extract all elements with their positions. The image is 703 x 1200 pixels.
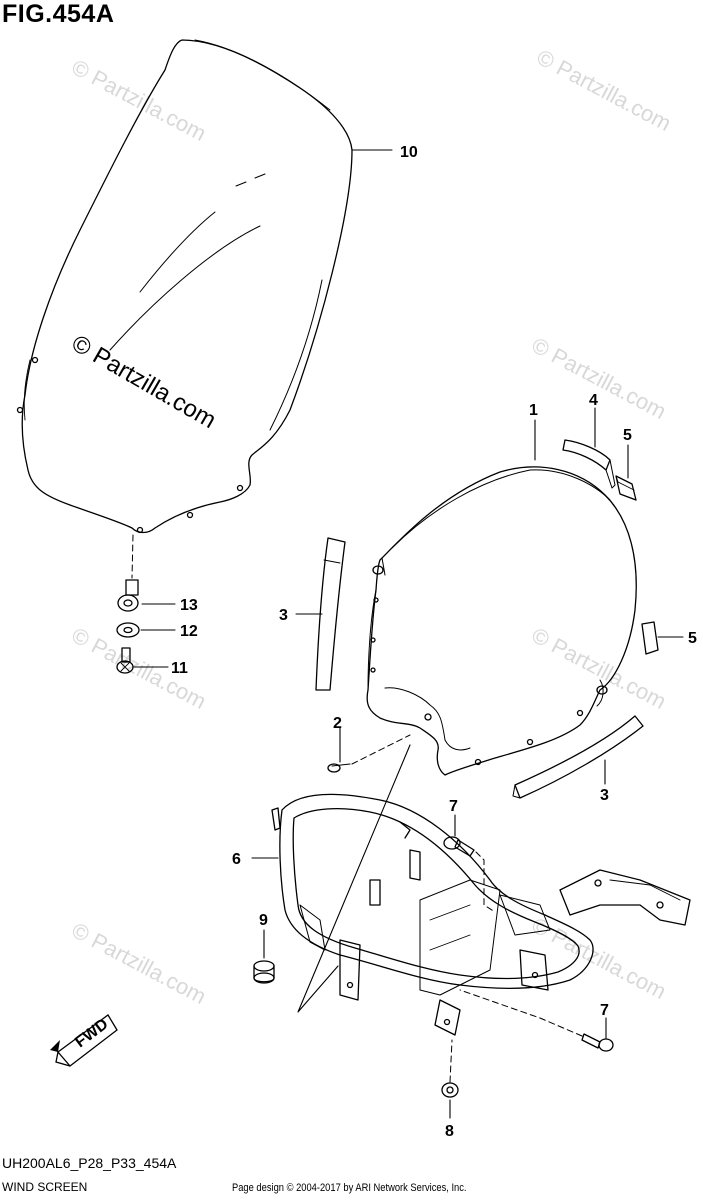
figure-title: FIG.454A	[2, 0, 115, 28]
callout-labels: 10 1 4 5 5 3 3 2 7 7 6 9 8 13 12 11	[171, 144, 697, 1140]
watermark-text: © Partzilla.com	[528, 332, 671, 424]
watermark-text: © Partzilla.com	[68, 54, 211, 146]
callout-13: 13	[180, 597, 198, 614]
pad-part-5b	[641, 621, 659, 655]
callout-5-right: 5	[688, 630, 697, 647]
bolt-part-7	[443, 836, 475, 857]
washer-part-12	[116, 622, 140, 638]
watermark-text-main: © Partzilla.com	[67, 330, 221, 434]
callout-1: 1	[529, 402, 538, 419]
screw-part-2	[327, 763, 351, 773]
callout-11: 11	[171, 660, 188, 677]
frame-part-6	[271, 793, 691, 1036]
well-nut-part-13	[117, 579, 139, 612]
fwd-arrow-icon: FWD	[50, 1014, 118, 1067]
pad-part-5	[615, 475, 637, 501]
watermark-layer: © Partzilla.com © Partzilla.com © Partzi…	[67, 44, 675, 1009]
inner-cover-part-1	[366, 466, 637, 776]
page-credit: Page design © 2004-2017 by ARI Network S…	[232, 1182, 467, 1194]
callout-6: 6	[232, 851, 241, 868]
leader-line	[297, 744, 411, 1013]
figure-name: WIND SCREEN	[2, 1180, 88, 1194]
assembly-line	[131, 534, 134, 579]
callout-10: 10	[400, 144, 418, 161]
callout-3-lower: 3	[600, 787, 609, 804]
callout-9: 9	[259, 912, 268, 929]
strip-part-3b	[512, 715, 644, 799]
callout-7-lower: 7	[600, 1002, 609, 1019]
trim-part-4	[562, 439, 616, 489]
watermark-text: © Partzilla.com	[533, 44, 676, 136]
callout-3: 3	[279, 607, 288, 624]
windscreen-part-10	[16, 39, 353, 534]
watermark-text: © Partzilla.com	[528, 912, 671, 1004]
nut-part-8	[441, 1082, 459, 1098]
callout-2: 2	[333, 715, 342, 732]
bolt-part-7b	[581, 1033, 614, 1052]
callout-8: 8	[445, 1123, 454, 1140]
strip-part-3	[315, 537, 346, 691]
watermark-text: © Partzilla.com	[68, 917, 211, 1009]
grommet-part-9	[253, 960, 275, 984]
figure-code: UH200AL6_P28_P33_454A	[2, 1155, 177, 1171]
callout-5: 5	[623, 427, 632, 444]
screw-part-11	[116, 647, 134, 674]
callout-12: 12	[180, 623, 198, 640]
callout-7: 7	[449, 798, 458, 815]
callout-4: 4	[589, 392, 598, 409]
watermark-text: © Partzilla.com	[528, 622, 671, 714]
